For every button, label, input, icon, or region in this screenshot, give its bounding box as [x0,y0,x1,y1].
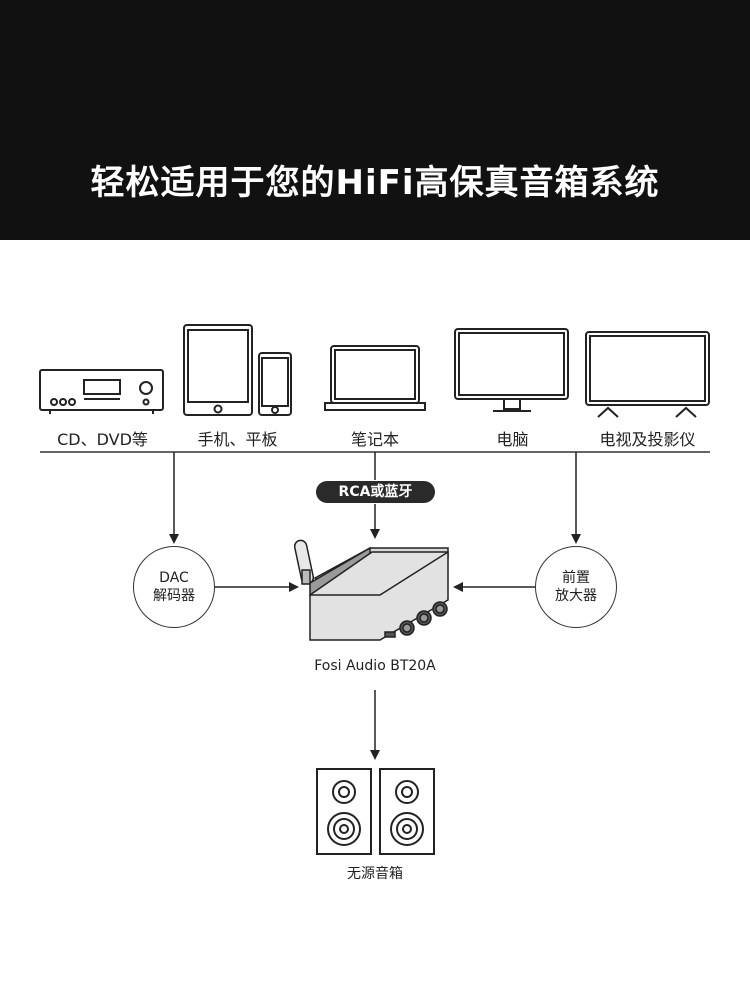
connection-diagram: CD、DVD等 手机、平板 笔记本 电脑 电视及投影仪 RCA或蓝牙 DAC 解… [0,240,750,1000]
monitor-icon [454,328,569,412]
amplifier-icon [293,539,449,641]
preamp-node: 前置 放大器 [535,546,617,628]
speakers-label: 无源音箱 [347,866,403,882]
passive-speakers-icon [316,768,435,855]
preamp-label-line2: 放大器 [555,588,597,604]
diagram-graphics [39,324,710,855]
source-label-tablet: 手机、平板 [197,430,278,449]
page-title: 轻松适用于您的HiFi高保真音箱系统 [90,163,660,203]
laptop-icon [324,345,426,411]
tv-icon [585,331,710,418]
connection-label-pill: RCA或蓝牙 [316,481,435,503]
source-label-laptop: 笔记本 [350,430,399,449]
dac-label-line2: 解码器 [153,588,195,604]
source-label-monitor: 电脑 [496,430,529,449]
tablet-phone-icon [183,324,292,416]
dac-decoder-node: DAC 解码器 [133,546,215,628]
source-label-cd: CD、DVD等 [57,430,148,449]
amplifier-label: Fosi Audio BT20A [314,658,436,674]
cd-player-icon [39,369,164,414]
preamp-label-line1: 前置 [562,570,590,586]
source-label-tv: 电视及投影仪 [599,430,696,449]
dac-label-line1: DAC [159,570,189,586]
header-banner: 轻松适用于您的HiFi高保真音箱系统 [0,0,750,240]
